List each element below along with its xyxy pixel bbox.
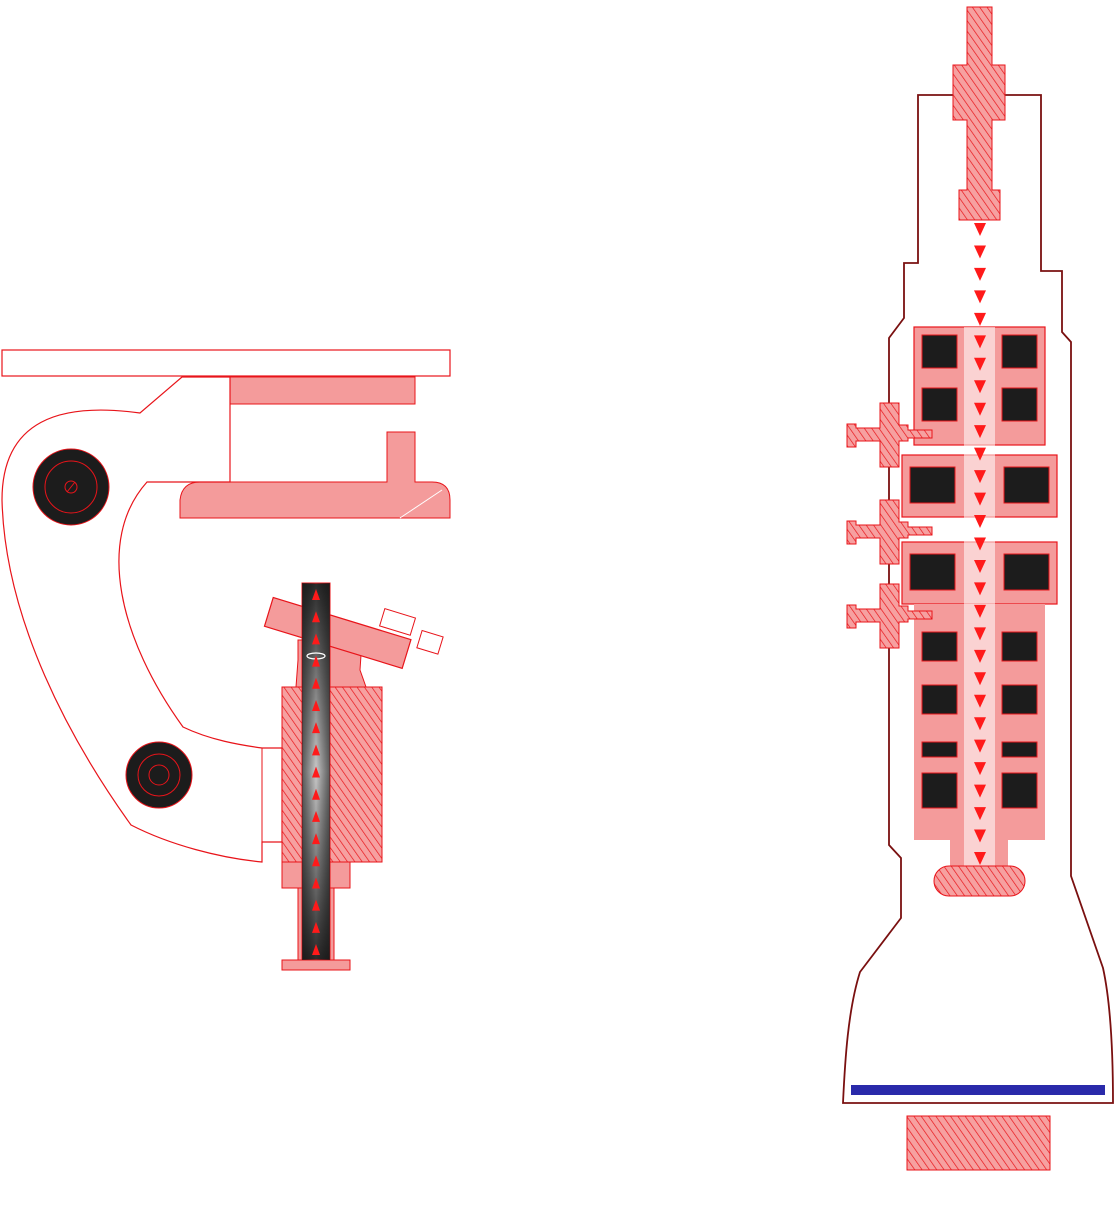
down-arrow-icon	[974, 807, 986, 821]
center-channel	[964, 327, 995, 866]
flow-arrows	[974, 223, 986, 865]
down-arrow-icon	[974, 245, 986, 259]
top-plate	[1, 349, 451, 377]
base-block	[906, 1115, 1051, 1171]
up-arrow-icon	[312, 677, 320, 689]
down-arrow-icon	[974, 762, 986, 776]
up-arrow-icon	[312, 921, 320, 933]
screw-icon	[64, 480, 78, 494]
bottom-pill	[933, 865, 1026, 897]
up-arrow-icon	[312, 633, 320, 645]
down-arrow-icon	[974, 672, 986, 686]
top-spindle	[952, 6, 1006, 221]
down-arrow-icon	[974, 312, 986, 326]
tube-arrows	[312, 589, 320, 955]
down-arrow-icon	[974, 223, 986, 236]
side-pin-2	[846, 499, 933, 565]
foot	[281, 959, 351, 971]
hatched-housing	[281, 686, 383, 863]
down-arrow-icon	[974, 380, 986, 394]
down-arrow-icon	[974, 852, 986, 865]
down-arrow-icon	[974, 627, 986, 641]
down-arrow-icon	[974, 649, 986, 663]
dark-pads	[909, 334, 1050, 809]
down-arrow-icon	[974, 717, 986, 731]
down-arrow-icon	[974, 492, 986, 506]
down-arrow-icon	[974, 402, 986, 416]
up-arrow-icon	[312, 899, 320, 911]
down-arrow-icon	[974, 425, 986, 439]
lower-wheel	[125, 741, 193, 809]
down-arrow-icon	[974, 470, 986, 484]
pink-block	[229, 376, 416, 405]
down-arrow-icon	[974, 559, 986, 573]
tilted-bar	[263, 596, 444, 670]
up-arrow-icon	[312, 699, 320, 711]
down-arrow-icon	[974, 739, 986, 753]
up-arrow-icon	[312, 611, 320, 623]
up-arrow-icon	[312, 810, 320, 822]
up-arrow-icon	[312, 833, 320, 845]
up-arrow-icon	[312, 855, 320, 867]
blue-bar	[851, 1085, 1105, 1095]
up-arrow-icon	[312, 788, 320, 800]
side-pin-3	[846, 583, 933, 649]
right-assembly	[842, 6, 1114, 1171]
down-arrow-icon	[974, 604, 986, 618]
down-arrow-icon	[974, 267, 986, 281]
down-arrow-icon	[974, 829, 986, 843]
up-arrow-icon	[312, 877, 320, 889]
up-arrow-icon	[312, 722, 320, 734]
l-bracket	[179, 431, 451, 519]
up-arrow-icon	[312, 744, 320, 756]
side-pin-1	[846, 402, 933, 468]
upper-wheel	[32, 448, 110, 526]
left-assembly	[1, 349, 451, 971]
down-arrow-icon	[974, 582, 986, 596]
highlight-line	[399, 489, 443, 519]
side-pins	[846, 402, 933, 649]
down-arrow-icon	[974, 447, 986, 461]
down-arrow-icon	[974, 694, 986, 708]
down-arrow-icon	[974, 515, 986, 529]
up-arrow-icon	[312, 655, 320, 667]
up-arrow-icon	[312, 766, 320, 778]
down-arrow-icon	[974, 335, 986, 349]
up-arrow-icon	[312, 944, 320, 955]
up-arrow-icon	[312, 589, 320, 600]
down-arrow-icon	[974, 357, 986, 371]
down-arrow-icon	[974, 537, 986, 551]
down-arrow-icon	[974, 290, 986, 304]
down-arrow-icon	[974, 784, 986, 798]
